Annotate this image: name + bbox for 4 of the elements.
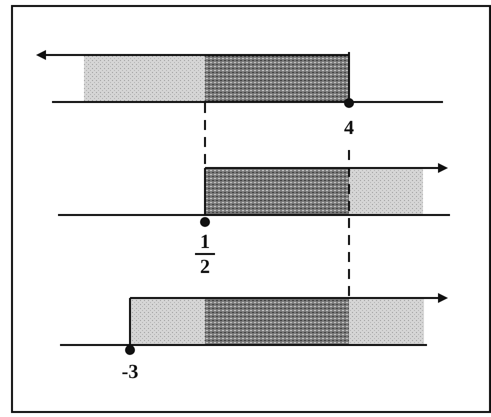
fraction-denominator: 2 xyxy=(200,257,210,277)
tick-label: 4 xyxy=(344,118,354,138)
fraction-numerator: 1 xyxy=(200,232,210,252)
tick-label: -3 xyxy=(122,362,138,382)
